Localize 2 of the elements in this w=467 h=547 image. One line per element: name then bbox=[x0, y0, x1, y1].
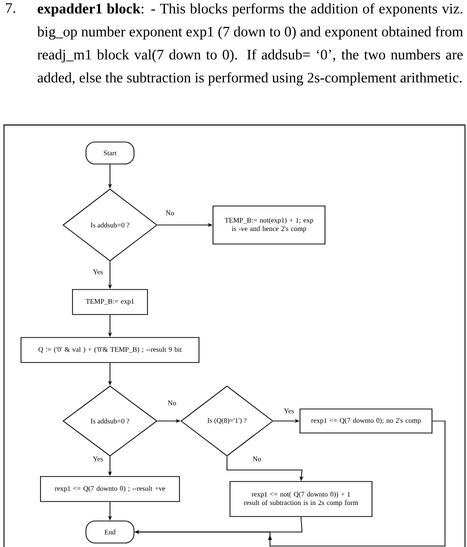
paragraph: expadder1 block: - This blocks performs the addition of exponents viz. big_op number exponent exp1 (7 down to 0) and exponent obtained from readj_m1 block val(7 down to 0). If addsub= ‘0’, the two numbers are added, else the subtraction is performed using 2s-complement arithmetic. bbox=[37, 3, 463, 86]
list-number: 7. bbox=[6, 3, 16, 13]
